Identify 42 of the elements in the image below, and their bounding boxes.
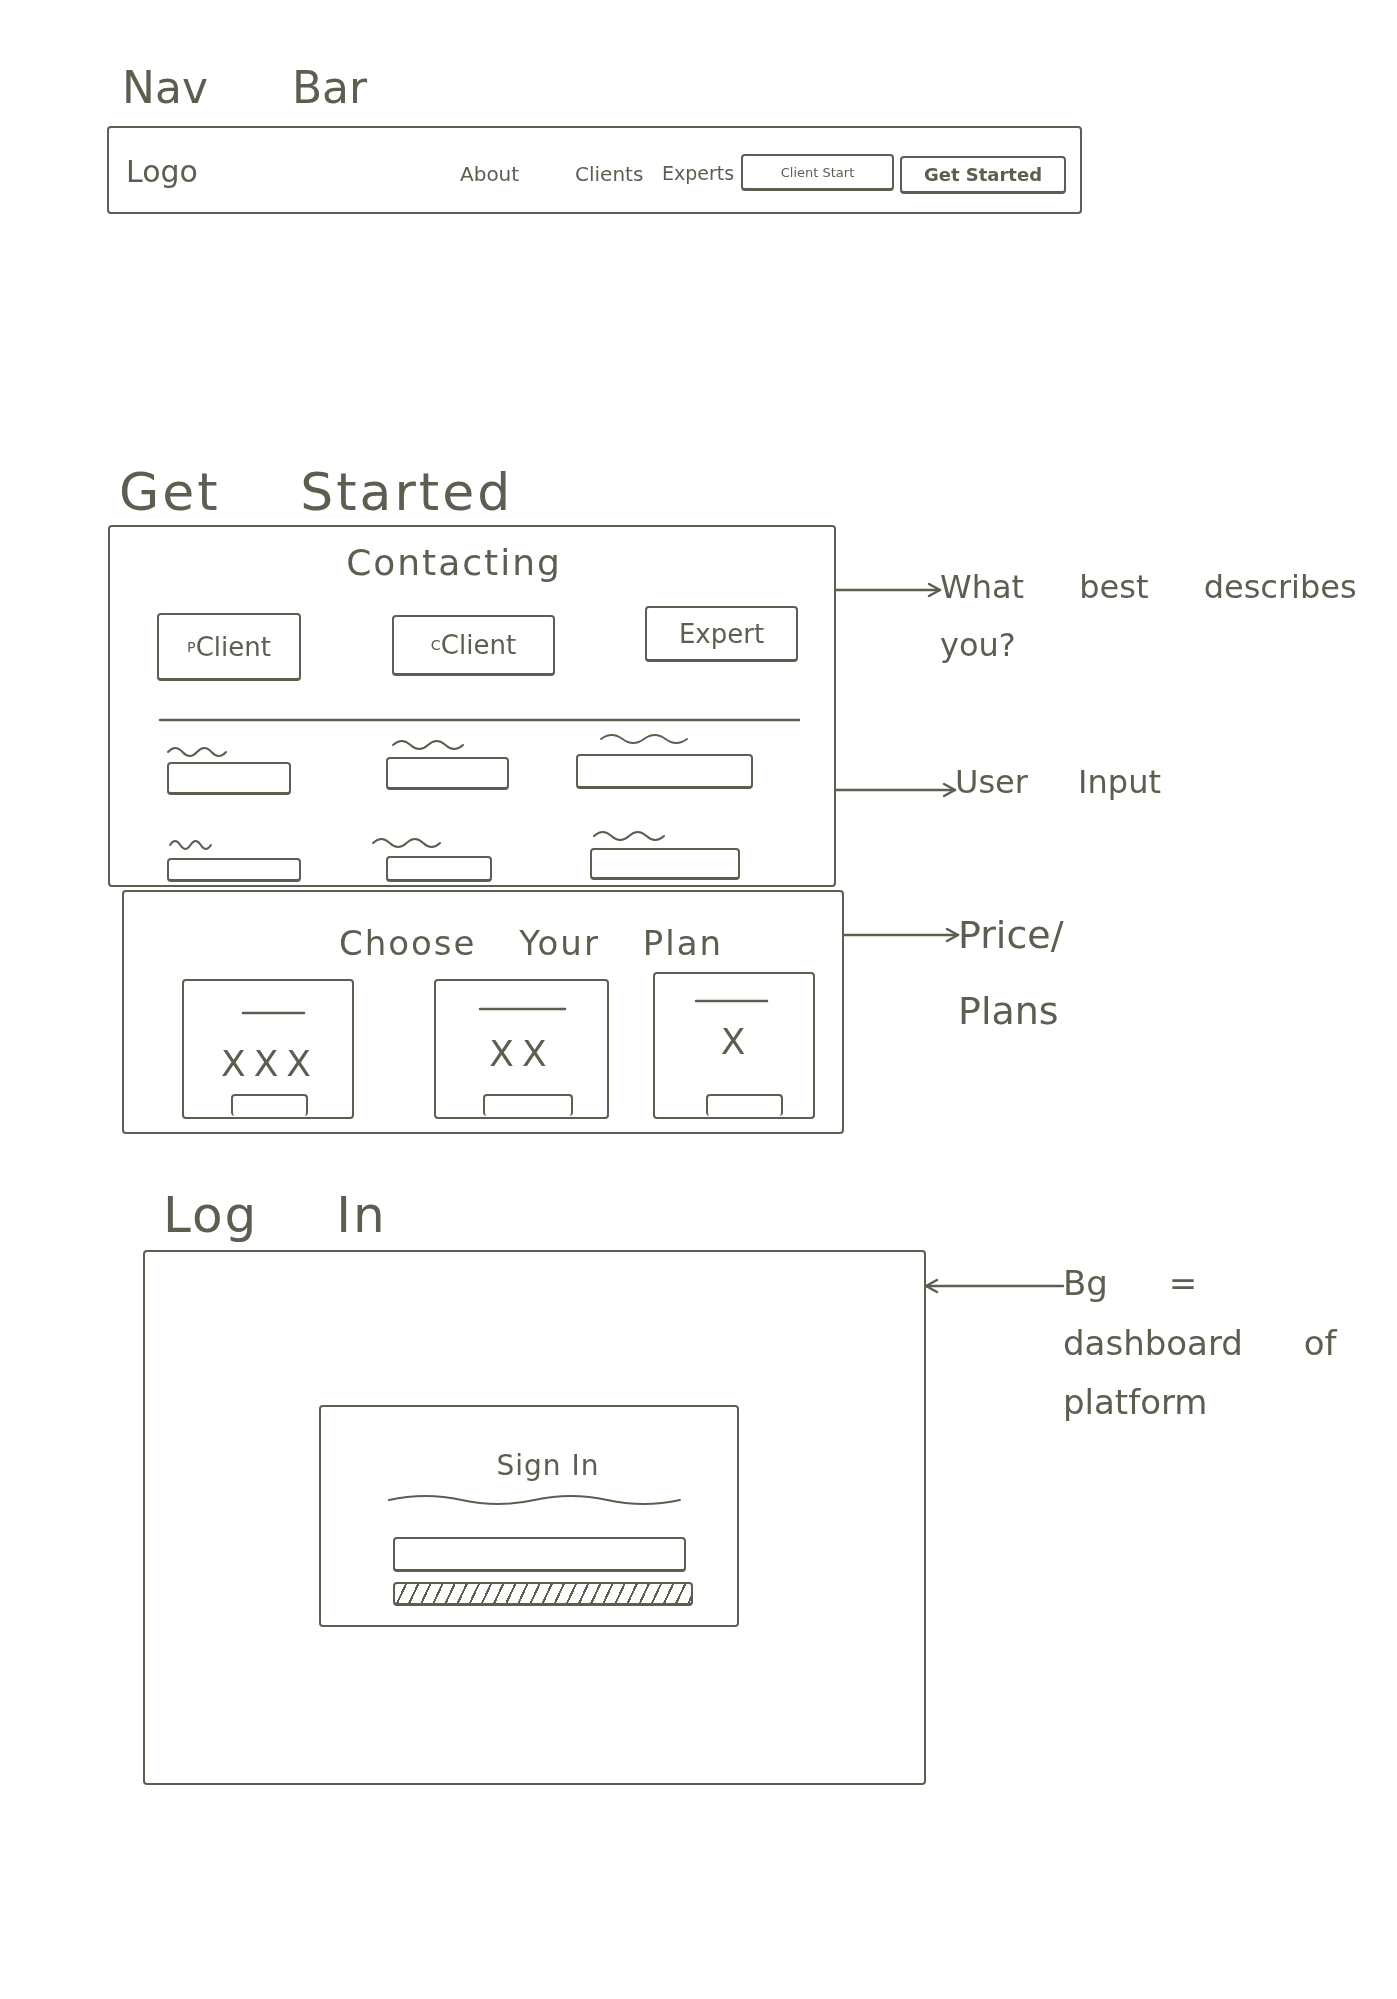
nav-link: Clients: [575, 162, 644, 186]
panel-heading: Contacting: [346, 541, 562, 585]
section-heading: Log In: [163, 1185, 387, 1245]
plan-card: [182, 979, 354, 1119]
plan-price-text: XX: [489, 1032, 555, 1076]
plan-price-text: XXX: [221, 1042, 319, 1086]
section-panel: [122, 890, 844, 1134]
plan-button: [231, 1094, 308, 1116]
panel-heading: Choose Your Plan: [338, 923, 724, 964]
annotation-note: Price/ Plans: [958, 897, 1098, 1049]
input-field: [393, 1537, 686, 1572]
option-button: $^{C}$Client: [392, 615, 555, 676]
input-field: [590, 848, 740, 880]
arrow: [924, 1278, 1065, 1294]
arrow: [834, 782, 957, 798]
section-heading: Get Started: [119, 461, 514, 524]
plan-card: [434, 979, 609, 1119]
option-button: Expert: [645, 606, 798, 662]
nav-button: Get Started: [900, 156, 1066, 194]
annotation-note: Bg = dashboard of platform: [1063, 1254, 1363, 1433]
arrow: [834, 582, 942, 598]
plan-button: [706, 1094, 783, 1116]
nav-link: Experts: [662, 162, 735, 185]
nav-button: Client Start: [741, 154, 894, 191]
placeholder-text: Logo: [126, 154, 198, 190]
input-field: [576, 754, 753, 789]
section-heading: Nav Bar: [122, 62, 368, 115]
modal-panel: [319, 1405, 739, 1627]
option-button: $^{P}$Client: [157, 613, 301, 681]
nav-link: About: [460, 162, 520, 186]
modal-heading: Sign In: [496, 1449, 600, 1483]
input-field: [386, 856, 492, 882]
input-field: [386, 757, 509, 790]
submit-button: [393, 1582, 693, 1606]
annotation-note: User Input: [955, 754, 1161, 812]
input-field: [167, 858, 301, 882]
input-field: [167, 762, 291, 795]
annotation-note: What best describes you?: [940, 559, 1370, 675]
plan-card: [653, 972, 815, 1119]
plan-button: [483, 1094, 573, 1116]
plan-price-text: X: [720, 1020, 754, 1064]
arrow: [842, 927, 960, 943]
